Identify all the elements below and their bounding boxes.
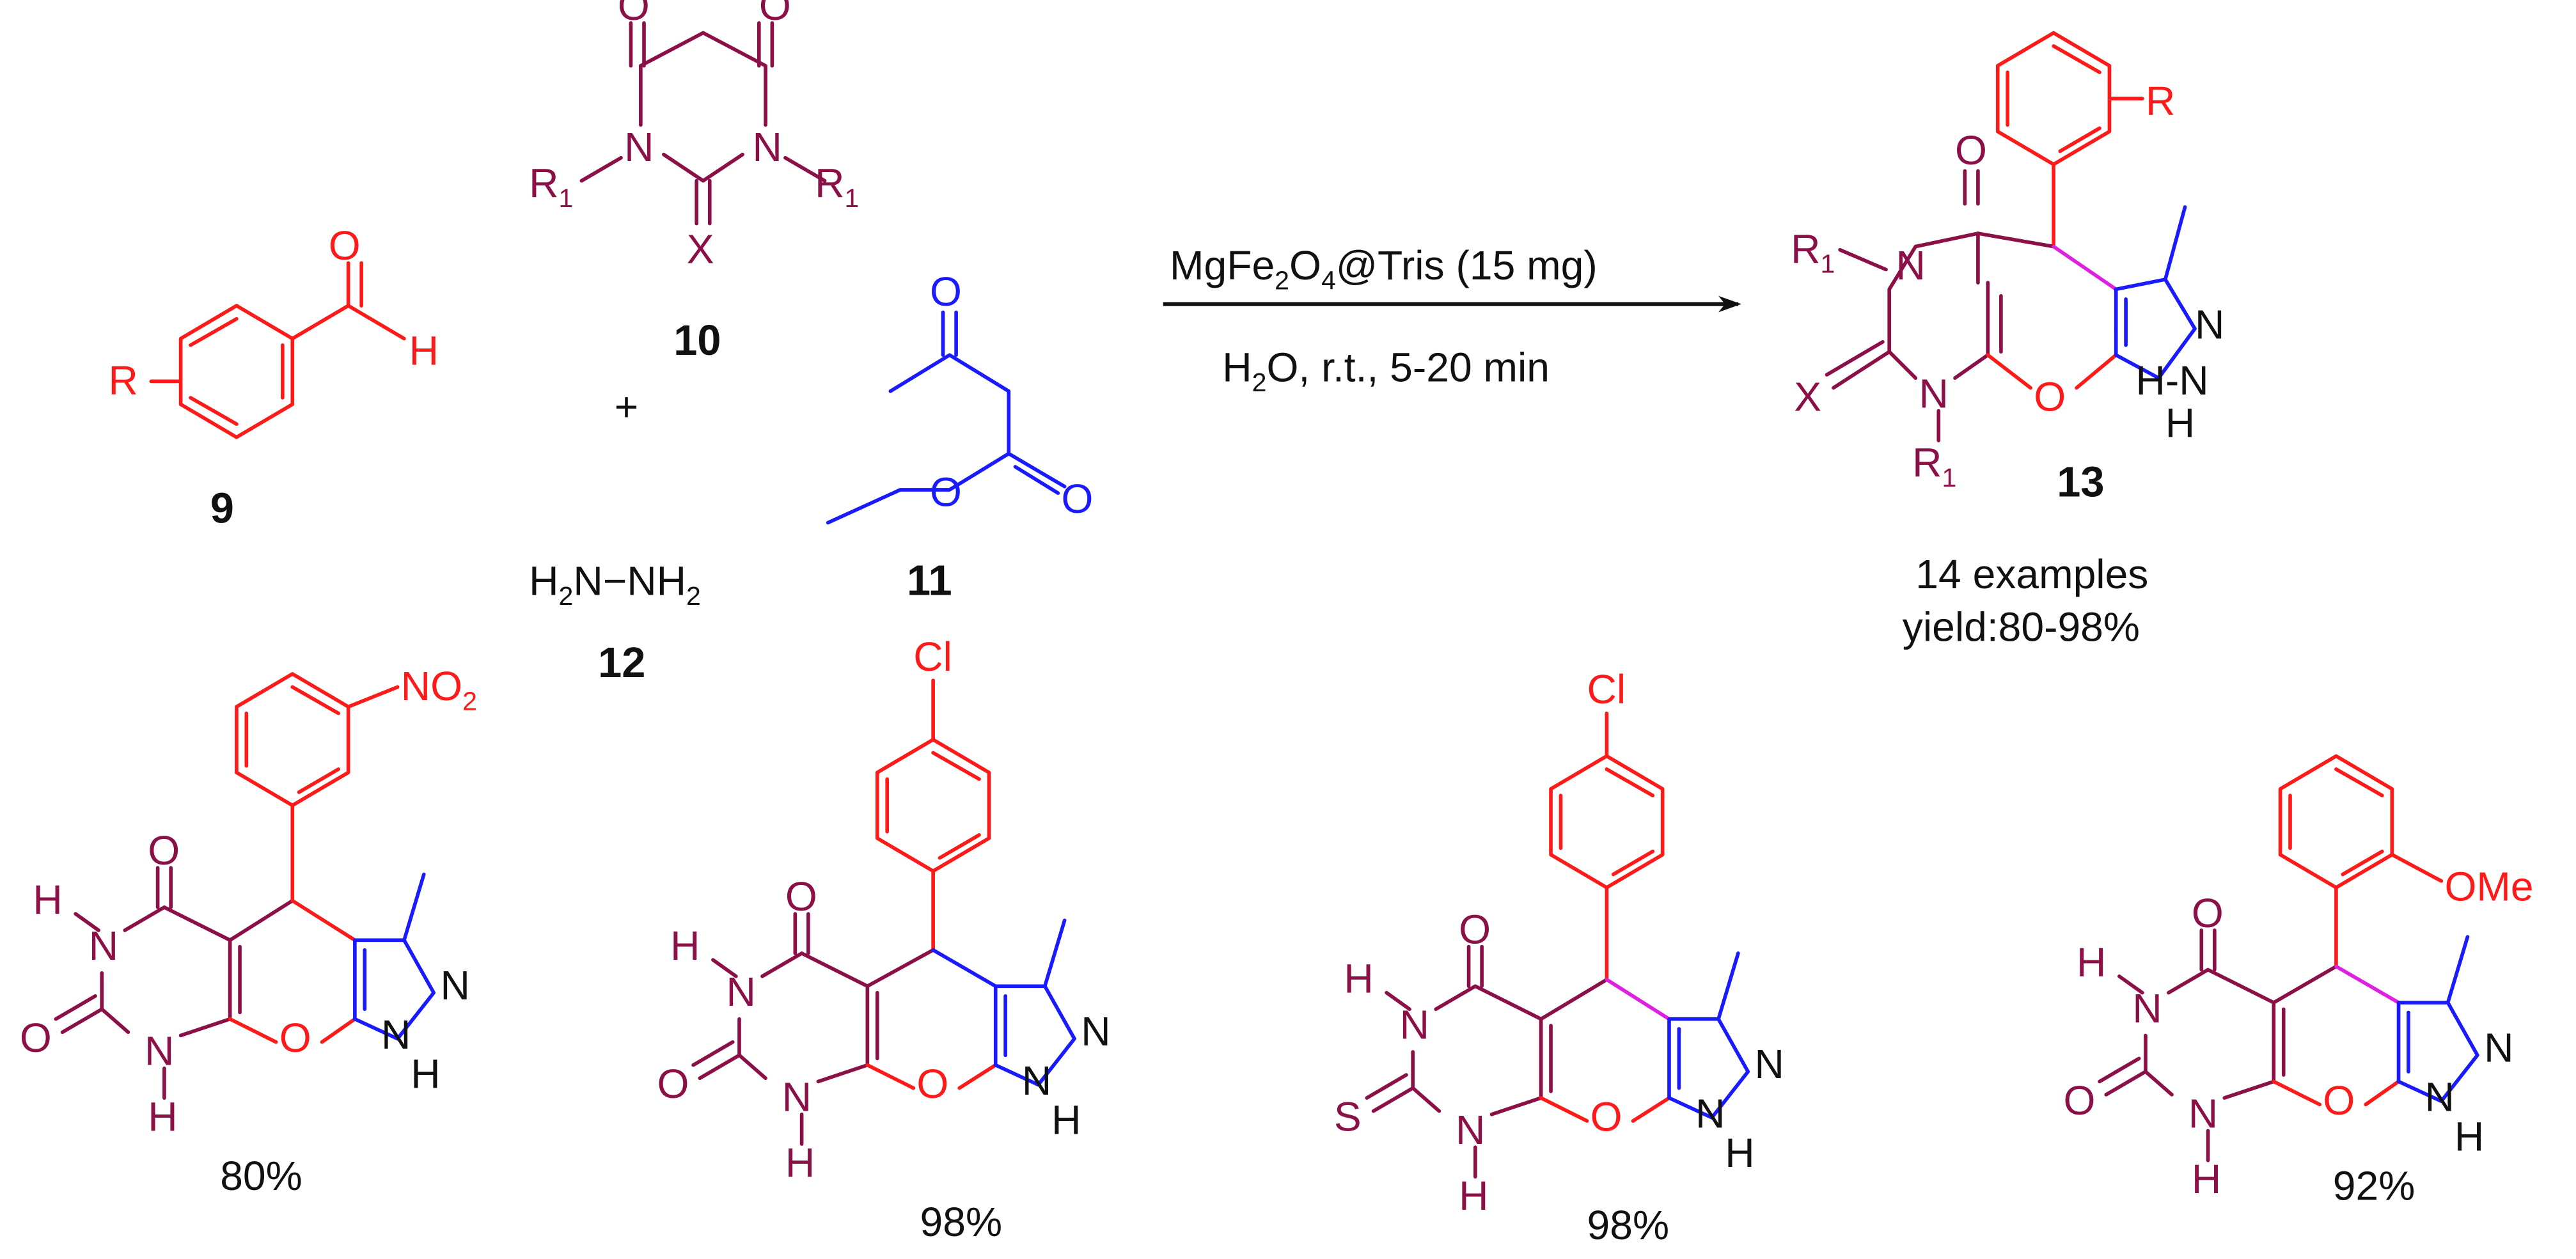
aldehyde-o-label: O <box>329 223 361 269</box>
example-2-n-top: N <box>726 969 755 1015</box>
product-pyrazole-nh: H-N <box>2136 357 2209 403</box>
example-4-substituent: OMe <box>2444 864 2533 910</box>
example-1-h-bottom: H <box>148 1093 177 1139</box>
example-4-x: O <box>2064 1077 2096 1123</box>
example-3-h-bottom: H <box>1459 1173 1488 1219</box>
example-4-yield: 92% <box>2333 1162 2415 1208</box>
example-4-n-top: N <box>2132 985 2162 1031</box>
compound-10-number: 10 <box>673 317 721 364</box>
example-1-pyran-o: O <box>279 1015 311 1061</box>
barbituric-n-right: N <box>753 124 782 170</box>
product-r1-bottom: R1 <box>1912 439 1956 492</box>
product-x-label: X <box>1794 374 1821 420</box>
example-1-o-top: O <box>148 827 180 873</box>
example-1-substituent: NO2 <box>401 663 477 716</box>
example-3-pyrazole-n: N <box>1755 1041 1784 1087</box>
barbituric-r1-left: R1 <box>529 160 573 212</box>
yield-range: yield:80-98% <box>1903 604 2140 650</box>
product-n-bottom: N <box>1919 370 1948 416</box>
example-2-yield: 98% <box>920 1199 1003 1245</box>
example-3-x: S <box>1334 1093 1362 1139</box>
compound-9-number: 9 <box>210 485 234 532</box>
example-3-n-bottom: N <box>1456 1107 1485 1153</box>
example-3-pyrazole-h: H <box>1725 1130 1754 1176</box>
product-n-top: N <box>1896 242 1925 288</box>
product-aryl-r: R <box>2146 78 2175 124</box>
plus-sign: + <box>615 384 639 430</box>
example-4-n-bottom: N <box>2188 1090 2218 1136</box>
barbituric-acid-structure: O O N N X R1 R1 <box>529 0 859 272</box>
example-2-pyrazole-n: N <box>1081 1008 1110 1054</box>
barbituric-x-label: X <box>687 226 714 272</box>
example-1-pyrazole-nh: N <box>381 1012 411 1058</box>
product-o-label: O <box>1955 127 1987 173</box>
example-3-o-top: O <box>1459 906 1491 952</box>
barbituric-r1-right: R1 <box>815 160 859 212</box>
example-2-pyrazole-nh: N <box>1022 1058 1051 1104</box>
example-3-pyrazole-nh: N <box>1695 1090 1725 1136</box>
conditions-label: H2O, r.t., 5-20 min <box>1222 344 1550 396</box>
examples-count: 14 examples <box>1915 551 2148 597</box>
example-1-yield: 80% <box>220 1153 302 1199</box>
example-1-n-bottom: N <box>145 1028 174 1074</box>
example-2-substituent: Cl <box>913 634 952 680</box>
compound-11-number: 11 <box>907 558 952 605</box>
example-2-x: O <box>657 1061 689 1107</box>
example-2-o-top: O <box>785 873 817 919</box>
example-3-n-top: N <box>1400 1002 1429 1048</box>
ketoester-o-carbonyl: O <box>1061 476 1093 522</box>
example-2-pyrazole-h: H <box>1051 1097 1081 1143</box>
compound-12-number: 12 <box>598 639 645 687</box>
example-1-h-top: H <box>33 877 62 923</box>
hydrazine-formula: H2N−NH2 <box>529 558 701 611</box>
ketoester-o-ketone: O <box>930 269 962 315</box>
product-pyrazole-n: N <box>2195 302 2224 348</box>
ethyl-acetoacetate-structure: O O O <box>826 269 1093 525</box>
example-4-structure: OMe O H N O N H O N N H <box>2064 754 2534 1202</box>
example-4-h-top: H <box>2077 939 2106 985</box>
example-4-pyran-o: O <box>2323 1077 2355 1123</box>
aldehyde-h-label: H <box>409 328 439 374</box>
product-r1-top: R1 <box>1791 226 1835 278</box>
example-3-substituent: Cl <box>1587 666 1626 712</box>
example-1-structure: NO2 O H N O N H O N N H <box>20 663 477 1139</box>
product-pyran-o: O <box>2034 374 2066 420</box>
example-1-pyrazole-h: H <box>411 1051 440 1097</box>
example-2-pyran-o: O <box>916 1061 948 1107</box>
barbituric-o-left: O <box>618 0 650 29</box>
example-4-h-bottom: H <box>2192 1156 2221 1202</box>
example-3-pyran-o: O <box>1590 1093 1622 1139</box>
catalyst-label: MgFe2O4@Tris (15 mg) <box>1170 242 1598 295</box>
example-4-o-top: O <box>2192 890 2224 936</box>
barbituric-o-right: O <box>759 0 791 29</box>
example-2-structure: Cl O H N O N H O N N H <box>657 634 1111 1186</box>
example-1-x: O <box>20 1015 52 1061</box>
example-2-n-bottom: N <box>782 1074 812 1120</box>
example-3-structure: Cl O H N S N H O N N H <box>1334 666 1784 1219</box>
example-4-pyrazole-n: N <box>2484 1025 2513 1071</box>
product-13-structure: O N N X O N H-N H R1 R1 R <box>1791 31 2224 492</box>
example-2-h-bottom: H <box>785 1139 815 1185</box>
ketoester-o-ester: O <box>930 469 962 515</box>
example-1-n-top: N <box>89 923 118 969</box>
example-4-pyrazole-nh: N <box>2425 1074 2454 1120</box>
compound-13-number: 13 <box>2057 458 2104 506</box>
example-1-pyrazole-n: N <box>440 962 469 1008</box>
example-3-yield: 98% <box>1587 1202 1670 1248</box>
aldehyde-r-label: R <box>109 357 138 403</box>
example-4-pyrazole-h: H <box>2454 1113 2484 1159</box>
example-3-h-top: H <box>1344 956 1373 1002</box>
example-2-h-top: H <box>670 923 700 969</box>
benzaldehyde-structure: O H R <box>109 223 439 439</box>
barbituric-n-left: N <box>624 124 654 170</box>
product-pyrazole-h: H <box>2165 400 2195 446</box>
